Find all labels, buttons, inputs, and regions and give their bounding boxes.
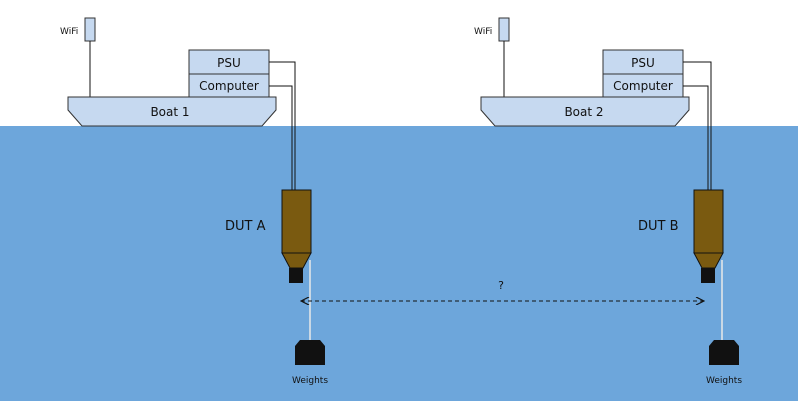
psu-cable xyxy=(269,61,296,190)
boat-label: Boat 1 xyxy=(150,105,189,119)
computer-cable xyxy=(269,85,293,190)
computer-label: Computer xyxy=(199,79,259,93)
wifi-label: WiFi xyxy=(474,27,492,37)
dut-label: DUT A xyxy=(225,219,266,234)
boat-hull xyxy=(67,96,277,127)
boat-hull xyxy=(480,96,690,127)
computer-label: Computer xyxy=(613,79,673,93)
dut-sensor xyxy=(701,268,715,283)
setup-left: WiFi PSU Computer Boat 1 DUT A Weights xyxy=(60,17,328,386)
psu-cable xyxy=(683,61,712,190)
psu-label: PSU xyxy=(217,56,241,70)
water xyxy=(0,126,798,401)
dut-body xyxy=(281,189,312,254)
boat-label: Boat 2 xyxy=(564,105,603,119)
wifi-antenna-icon xyxy=(84,17,96,42)
psu-box xyxy=(188,49,270,75)
weights-label: Weights xyxy=(292,376,328,386)
weights-label: Weights xyxy=(706,376,742,386)
psu-label: PSU xyxy=(631,56,655,70)
dut-sensor xyxy=(289,268,303,283)
computer-cable xyxy=(683,85,709,190)
wifi-label: WiFi xyxy=(60,27,78,37)
weight-block xyxy=(709,340,739,365)
weight-block xyxy=(295,340,325,365)
dut-body xyxy=(693,189,724,254)
distance-label: ? xyxy=(498,279,504,292)
dut-label: DUT B xyxy=(638,219,679,234)
setup-right: WiFi PSU Computer Boat 2 DUT B Weights xyxy=(474,17,742,386)
psu-box xyxy=(602,49,684,75)
wifi-antenna-icon xyxy=(498,17,510,42)
